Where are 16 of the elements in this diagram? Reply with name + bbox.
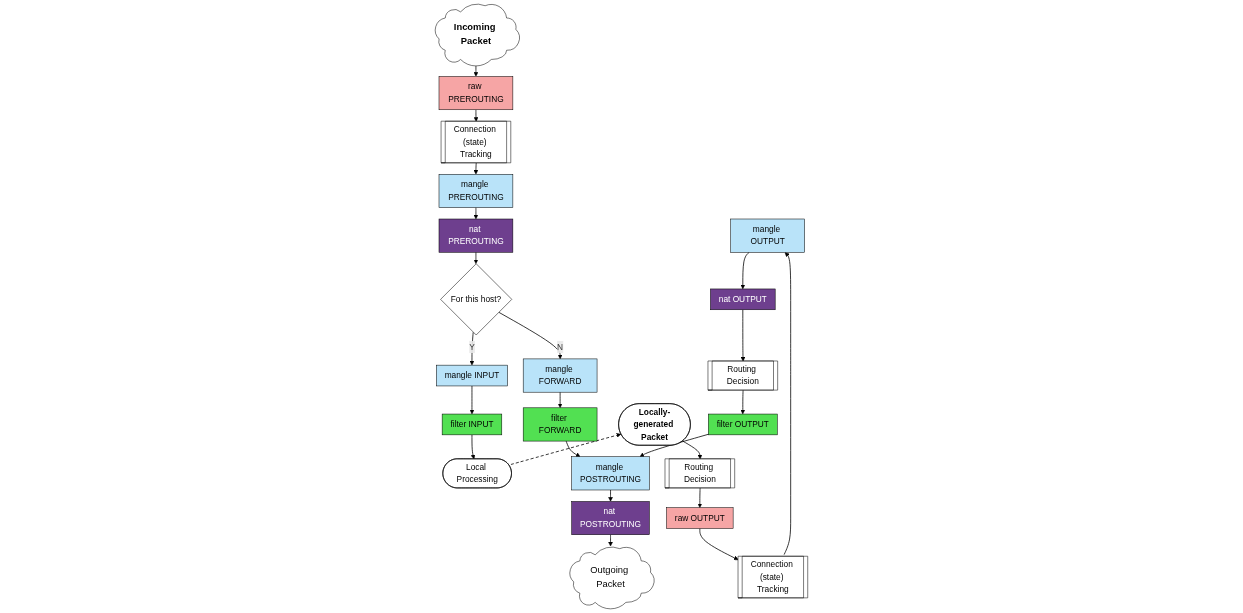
node-box: mangle INPUT xyxy=(436,364,508,387)
node-box: filter OUTPUT xyxy=(708,413,778,436)
edge-label: N xyxy=(557,342,564,352)
node-box: filter FORWARD xyxy=(522,407,598,442)
edge-label: Y xyxy=(469,342,475,352)
node-box: mangle OUTPUT xyxy=(730,218,805,253)
node-diamond: For this host? xyxy=(440,263,513,336)
node-box: filter INPUT xyxy=(441,413,503,436)
node-box: mangle POSTROUTING xyxy=(571,456,650,491)
node-box: nat OUTPUT xyxy=(710,288,776,310)
node-box: nat PREROUTING xyxy=(438,218,514,253)
node-box: mangle PREROUTING xyxy=(438,174,514,208)
node-box: mangle FORWARD xyxy=(522,358,598,393)
node-box: raw OUTPUT xyxy=(666,507,734,529)
node-box: raw PREROUTING xyxy=(438,76,514,110)
node-box: nat POSTROUTING xyxy=(571,501,650,535)
